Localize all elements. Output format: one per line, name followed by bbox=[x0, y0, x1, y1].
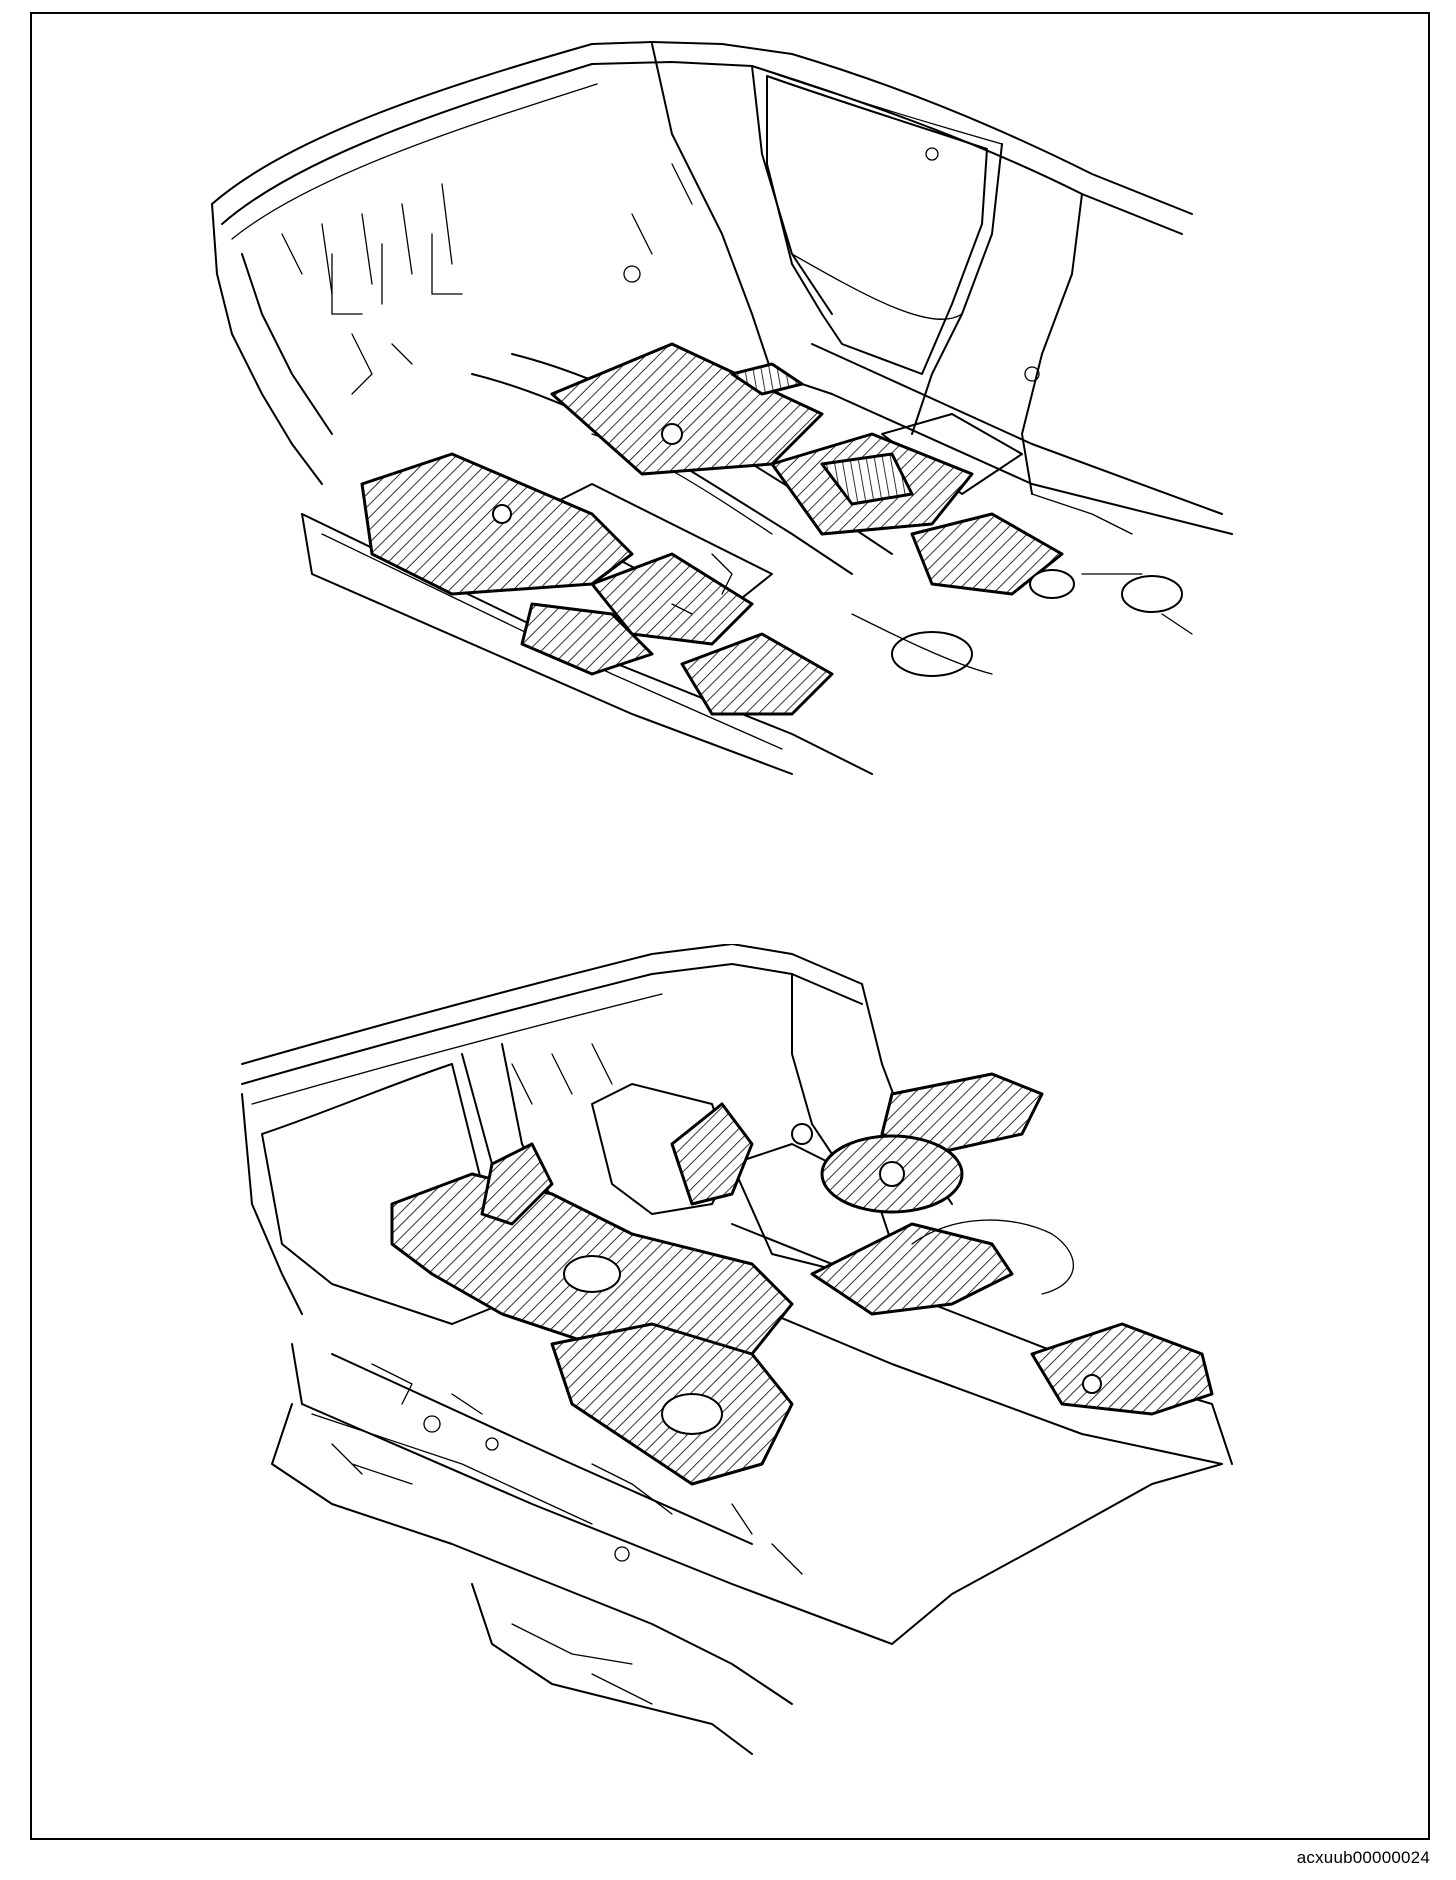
figure-code: acxuub00000024 bbox=[1296, 1848, 1430, 1867]
diagram-frame bbox=[30, 12, 1430, 1840]
rear-floor-illustration bbox=[241, 944, 1233, 1755]
front-floor-view bbox=[32, 14, 1432, 794]
front-floor-illustration bbox=[211, 41, 1233, 775]
rear-floor-view bbox=[32, 944, 1432, 1824]
